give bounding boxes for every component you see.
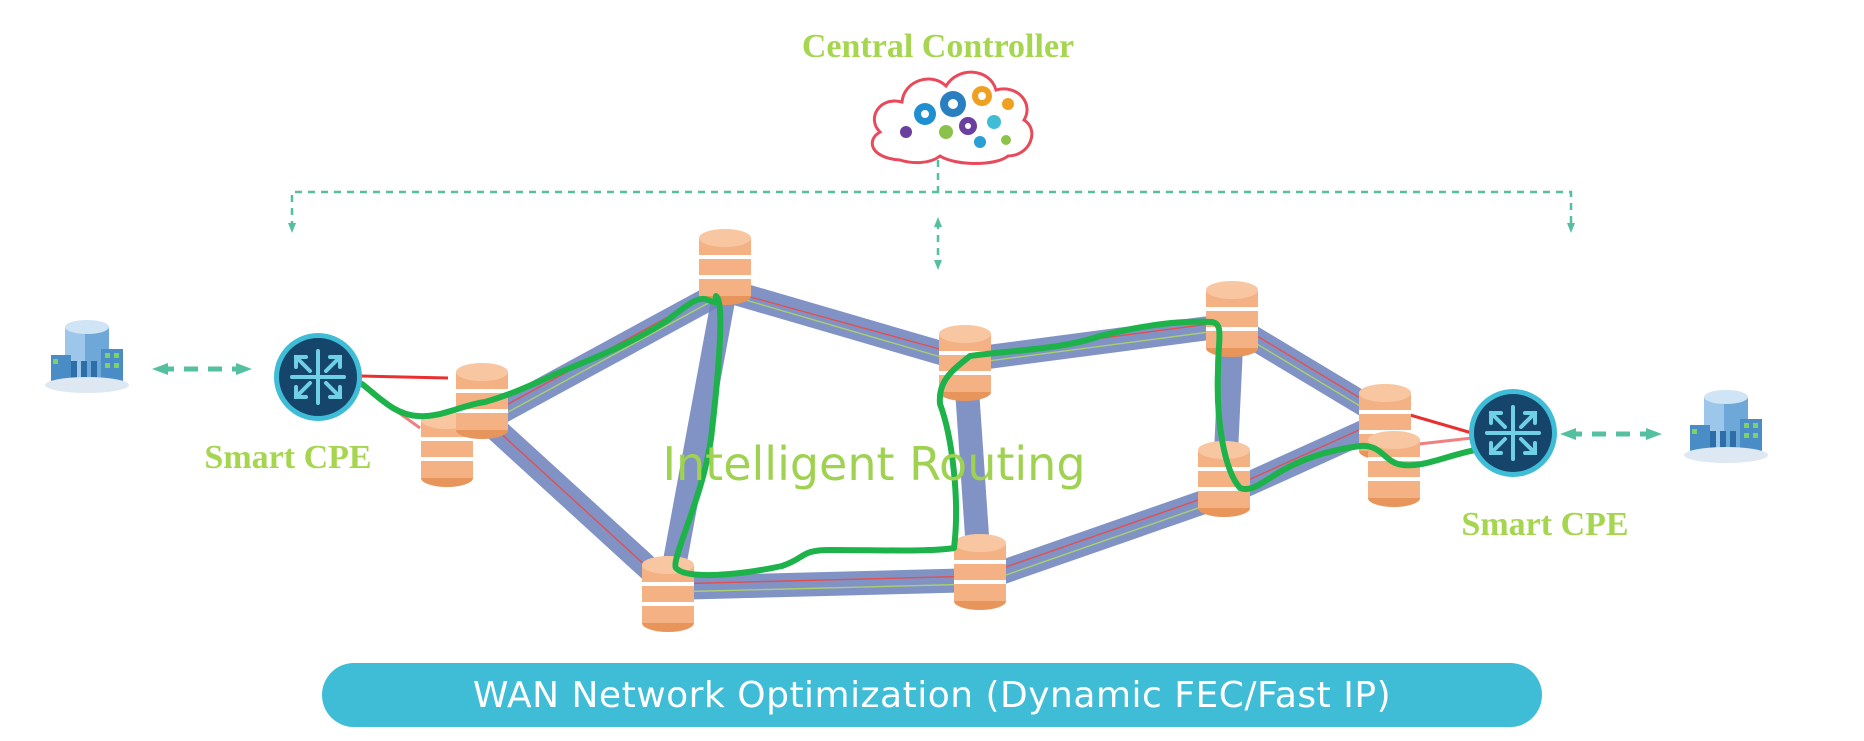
controller-links [288,160,1575,270]
intelligent-route-path [359,293,1479,579]
left-cpe-label: Smart CPE [204,439,371,476]
controller-title: Central Controller [802,28,1074,65]
cloud-gears-icon [870,70,1034,165]
left-office-building-icon [45,320,129,393]
optimization-banner: WAN Network Optimization (Dynamic FEC/Fa… [322,663,1542,727]
wan-node [954,534,1006,610]
wan-node [642,556,694,632]
left-router-icon [272,331,364,423]
wan-node [1206,281,1258,357]
right-router-icon [1467,387,1559,479]
banner-text: WAN Network Optimization (Dynamic FEC/Fa… [472,674,1392,716]
right-office-building-icon [1684,390,1768,463]
site-links [152,363,1662,440]
right-cpe-label: Smart CPE [1461,506,1628,543]
routing-label: Intelligent Routing [662,437,1085,491]
wan-node [1368,431,1420,507]
wan-node [699,229,751,305]
